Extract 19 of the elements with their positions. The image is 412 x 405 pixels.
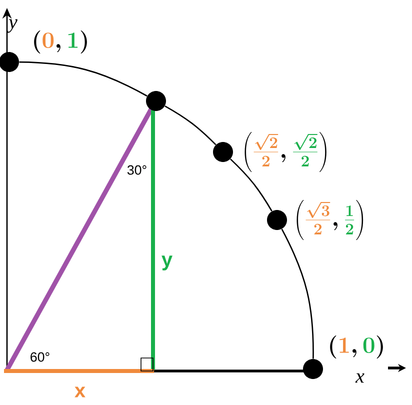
arc [19, 61, 148, 97]
arc [281, 228, 314, 359]
coordinate-label: $\left({\color{co}\frac{\sqrt{3}}{2}},{\color{cg}\frac{1}{2}}\right)$ [296, 200, 364, 240]
angle-label: 30° [127, 165, 146, 175]
point [267, 210, 287, 230]
coordinate-label: $\left({\color{co}1},{\color{cg}0}\right)$ [330, 335, 383, 359]
arc [164, 105, 216, 146]
angle-label: 60° [30, 352, 50, 362]
axis-label: y [6, 19, 18, 33]
side-label: y [162, 256, 172, 270]
coordinate-label: $\left({\color{co}0},{\color{cg}1}\right)$ [34, 30, 87, 54]
point [303, 359, 323, 379]
point [213, 142, 233, 162]
axis-label: x [355, 373, 364, 383]
point [0, 52, 19, 72]
arc [230, 158, 272, 212]
side-label: x [74, 386, 86, 398]
point [146, 91, 166, 111]
coordinate-label: $\left({\color{co}\frac{\sqrt{2}}{2}},{\color{cg}\frac{\sqrt{2}}{2}}\right)$ [244, 132, 326, 172]
